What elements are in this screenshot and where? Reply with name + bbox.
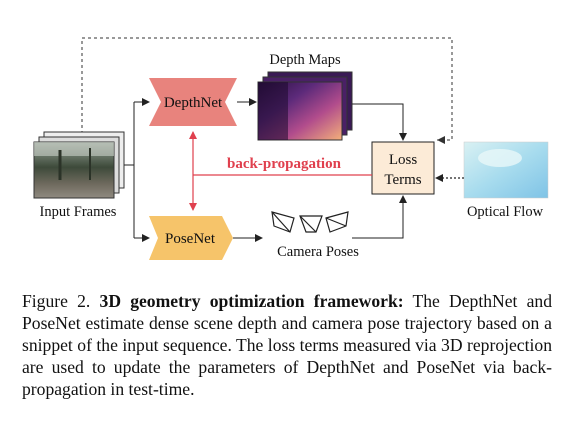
backprop-label: back-propagation [227,156,342,172]
optical-flow-image [463,141,549,199]
framework-diagram: Input Frames DepthNet PoseNet Depth Maps… [33,37,549,260]
depth-maps-label: Depth Maps [269,52,341,68]
depthnet-label: DepthNet [164,95,223,111]
figure-caption: Figure 2. 3D geometry optimization frame… [22,290,552,400]
posenet-label: PoseNet [165,231,216,247]
posenet-block [149,216,233,260]
camera-poses-label: Camera Poses [277,244,359,260]
depth-maps-image [257,71,353,141]
depth-to-loss-arrow [352,103,407,141]
camera-poses-icon [271,211,349,233]
caption-prefix: Figure 2. [22,291,91,311]
poses-to-loss-arrow [352,195,407,239]
caption-body: The DepthNet and PoseNet estimate dense … [22,291,552,399]
loss-terms-box [371,141,435,195]
loss-line1: Loss [389,152,418,168]
flow-to-loss-arrow [435,174,464,182]
loss-line2: Terms [384,172,421,188]
depthnet-shape [149,78,237,126]
input-frames-image [33,131,125,199]
dashed-feedback-line [81,37,453,144]
posenet-shape [149,216,233,260]
backprop-line [189,131,372,211]
input-frames-label: Input Frames [40,204,117,220]
depthnet-block [149,78,237,126]
input-connectors [124,98,150,242]
optical-flow-label: Optical Flow [467,204,544,220]
caption-title: 3D geometry optimization framework: [99,291,404,311]
